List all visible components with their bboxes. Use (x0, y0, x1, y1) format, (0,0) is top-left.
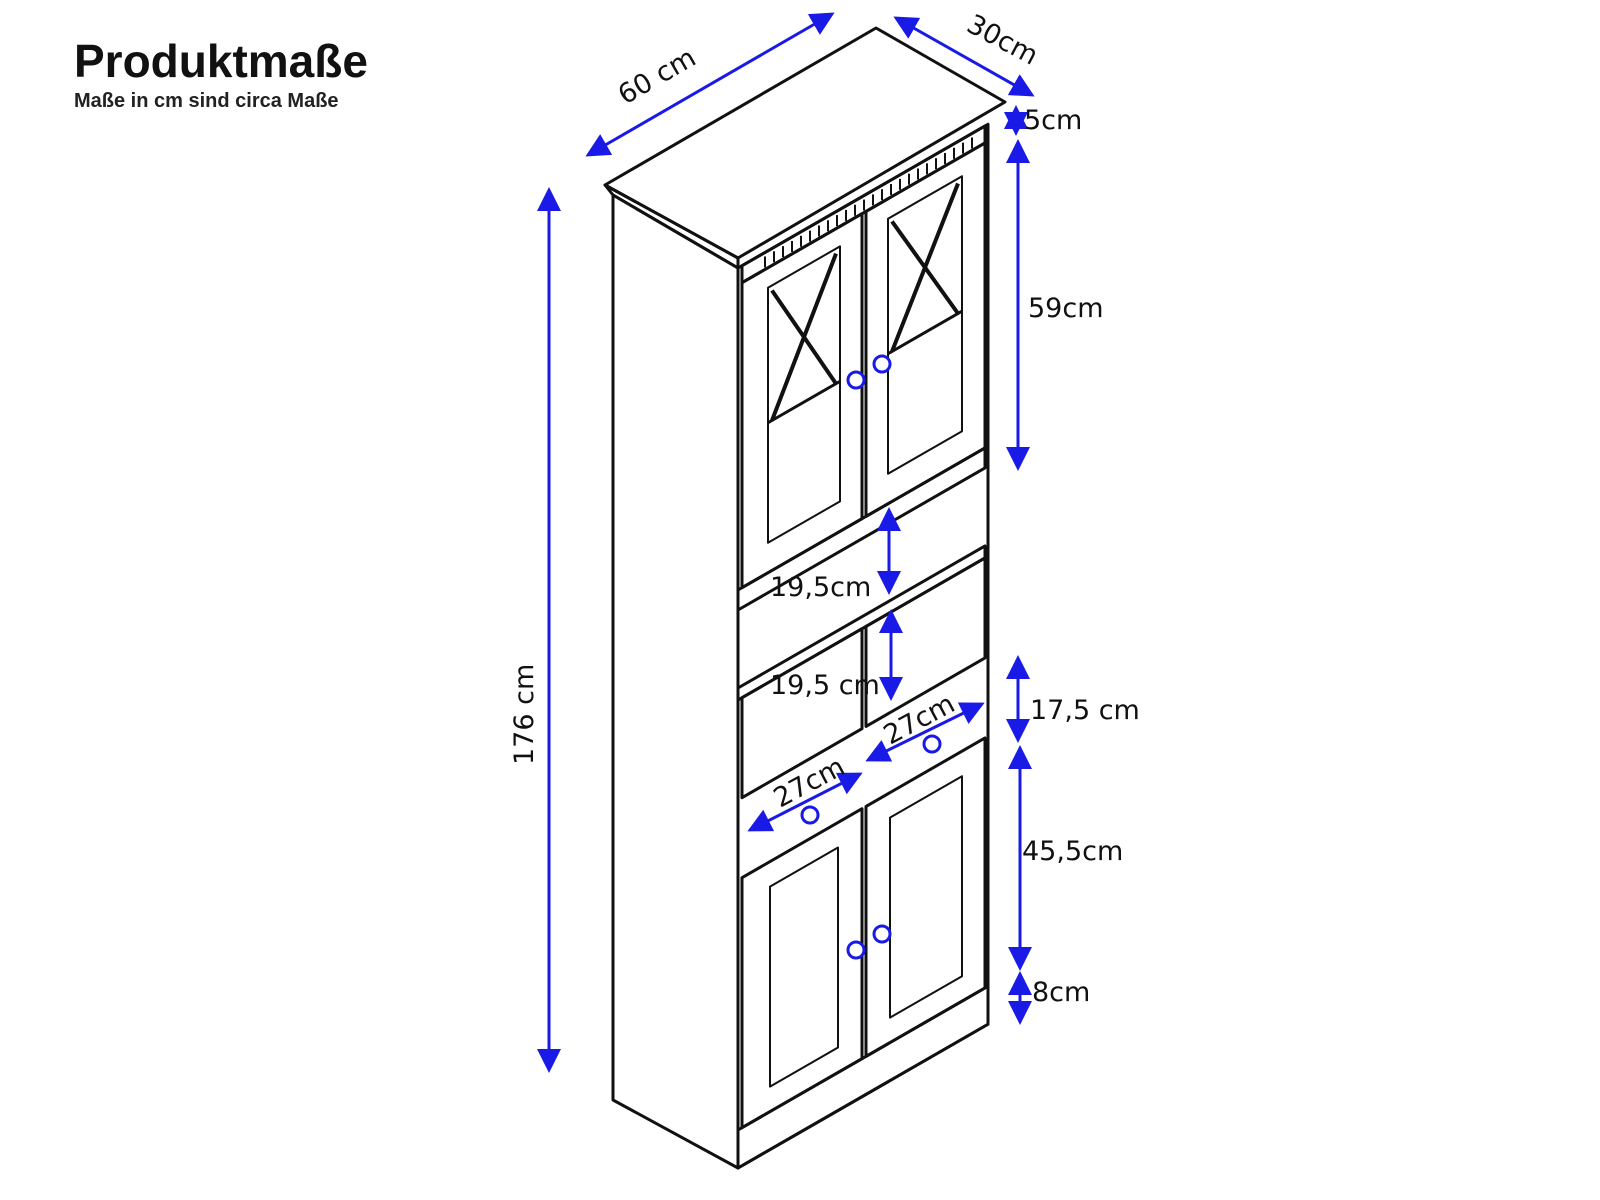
lower-left-door (740, 807, 864, 1130)
knob-icon (846, 940, 866, 960)
lower-right-panel (889, 775, 963, 1019)
drawer-height-label: 17,5 cm (1030, 695, 1140, 726)
top-height-label: 5cm (1024, 105, 1082, 136)
drawer-left (740, 627, 864, 800)
side-panel (611, 193, 740, 1170)
lower-section-label: 45,5cm (1022, 836, 1123, 867)
knob-icon (872, 924, 892, 944)
width-label: 60 cm (613, 42, 701, 111)
shelf-lower-label: 19,5 cm (770, 670, 880, 701)
lower-right-door (864, 736, 987, 1058)
glass-cross (890, 182, 960, 353)
upper-left-door (740, 212, 864, 590)
drawer-width-right-arrow (865, 702, 985, 762)
glass-cross (770, 252, 838, 422)
shelf-upper (736, 446, 987, 612)
glass-bar (887, 309, 963, 356)
upper-left-glass (767, 245, 841, 544)
lower-left-panel (769, 846, 839, 1088)
upper-right-door (864, 141, 987, 518)
width-arrow (585, 12, 835, 157)
knob-icon (846, 370, 866, 390)
drawer-width-left-arrow (747, 772, 863, 832)
plinth-label: 8cm (1032, 977, 1090, 1008)
total-height-label: 176 cm (509, 664, 540, 765)
knob-icon (872, 354, 892, 374)
drawer-width-left-label: 27cm (769, 751, 850, 814)
glass-bar (767, 380, 841, 425)
page-title: Produktmaße (74, 35, 368, 87)
drawer-right (864, 556, 987, 728)
page-subtitle: Maße in cm sind circa Maße (74, 90, 339, 112)
dimension-arrows (537, 12, 1035, 1073)
cabinet-outline (603, 26, 1007, 1170)
plinth (736, 984, 990, 1170)
knob-icon (800, 805, 820, 825)
upper-section-label: 59cm (1028, 293, 1104, 324)
shelf-upper-label: 19,5cm (770, 572, 871, 603)
upper-right-glass (887, 175, 963, 475)
knob-icon (922, 734, 942, 754)
depth-arrow (893, 16, 1035, 97)
